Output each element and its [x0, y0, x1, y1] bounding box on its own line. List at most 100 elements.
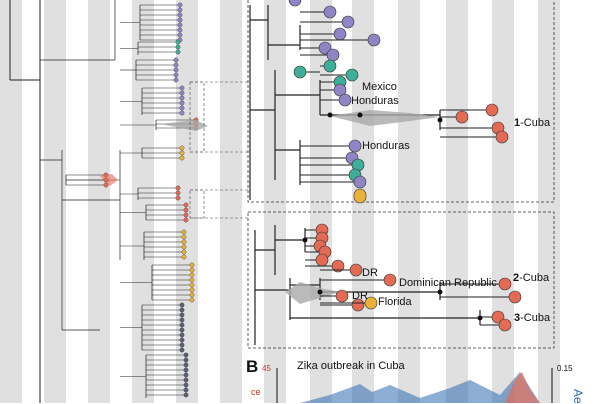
- tip-node: [177, 32, 183, 38]
- zoom-box: [189, 189, 205, 219]
- tip-node: [175, 49, 181, 55]
- aedes-index-area: [300, 372, 540, 403]
- tip-node: [179, 307, 185, 313]
- time-band: [88, 0, 110, 403]
- tip-node: [189, 292, 195, 298]
- time-band: [220, 0, 242, 403]
- cuba-2-number: 2: [513, 272, 520, 284]
- tip-node: [173, 77, 179, 83]
- time-band: [398, 0, 420, 403]
- tip-node: [508, 290, 522, 304]
- time-band: [492, 0, 514, 403]
- tip-node: [353, 188, 367, 204]
- label-mexico: Mexico: [362, 81, 397, 93]
- tip-node: [183, 377, 189, 383]
- tip-node: [183, 362, 189, 368]
- left-axis-label: ce: [251, 387, 261, 397]
- label-cuba-1: 1-Cuba: [514, 118, 550, 129]
- tip-node: [179, 155, 185, 161]
- left-axis-max-tick: 45: [262, 364, 271, 373]
- tip-node: [189, 277, 195, 283]
- tip-node: [177, 17, 183, 23]
- cuba-1-number: 1: [514, 117, 521, 129]
- tip-node: [189, 287, 195, 293]
- tip-node: [103, 182, 109, 188]
- time-band: [310, 0, 332, 403]
- tip-node: [485, 103, 499, 117]
- tip-node: [173, 72, 179, 78]
- label-florida: Florida: [378, 296, 412, 308]
- tip-node: [189, 272, 195, 278]
- tip-node: [179, 105, 185, 111]
- tip-node: [183, 367, 189, 373]
- tip-node: [183, 202, 189, 208]
- cases-area: [505, 372, 540, 403]
- tip-node: [335, 289, 349, 303]
- tip-node: [338, 93, 352, 107]
- tip-node: [181, 234, 187, 240]
- uncertainty-spindle: [100, 174, 118, 186]
- tip-node: [179, 317, 185, 323]
- tip-node: [177, 22, 183, 28]
- tip-node: [315, 253, 329, 267]
- tip-node: [175, 44, 181, 50]
- internal-node: [477, 315, 483, 321]
- tip-node: [177, 7, 183, 13]
- tip-node: [175, 185, 181, 191]
- cuba-3-number: 3: [514, 312, 521, 324]
- tip-node: [179, 342, 185, 348]
- tip-node: [183, 357, 189, 363]
- tip-node: [333, 83, 347, 97]
- panel-b-chart: [276, 368, 553, 403]
- zoomed-tree-middle: [247, 211, 555, 349]
- time-band: [44, 0, 66, 403]
- tip-node: [179, 90, 185, 96]
- label-cuba-2: 2-Cuba: [513, 273, 549, 284]
- tip-node: [173, 67, 179, 73]
- time-band: [264, 0, 286, 403]
- label-dominican-republic: Dominican Republic: [399, 277, 497, 289]
- full-phylogenetic-tree: [9, 0, 208, 403]
- tip-node: [179, 110, 185, 116]
- tip-node: [179, 322, 185, 328]
- tip-node: [179, 337, 185, 343]
- time-band: [176, 0, 198, 403]
- panel-b-letter: B: [246, 357, 259, 376]
- internal-node: [327, 112, 333, 118]
- tip-node: [179, 150, 185, 156]
- tip-node: [189, 297, 195, 303]
- tip-node: [383, 273, 397, 287]
- tip-node: [179, 312, 185, 318]
- tip-node: [341, 15, 355, 29]
- tip-node: [323, 5, 337, 19]
- tip-node: [181, 249, 187, 255]
- right-axis-label: Ae: [571, 389, 585, 404]
- tip-node: [173, 62, 179, 68]
- internal-node: [317, 289, 323, 295]
- tip-node: [181, 229, 187, 235]
- tip-node: [353, 175, 367, 189]
- tip-node: [179, 332, 185, 338]
- tip-node: [177, 12, 183, 18]
- internal-node: [437, 117, 443, 123]
- zoomed-tree-top: [247, 0, 555, 204]
- cuba-1-name: -Cuba: [520, 117, 551, 129]
- tip-node: [183, 207, 189, 213]
- tip-node: [183, 372, 189, 378]
- tip-node: [179, 95, 185, 101]
- tip-node: [183, 387, 189, 393]
- tip-node: [288, 0, 302, 7]
- tip-node: [348, 139, 362, 153]
- tip-node: [183, 352, 189, 358]
- internal-node: [357, 112, 363, 118]
- tip-node: [326, 48, 340, 62]
- tip-node: [177, 27, 183, 33]
- tip-node: [318, 41, 332, 55]
- tip-node: [455, 110, 469, 124]
- tip-node: [333, 27, 347, 41]
- tip-node: [179, 347, 185, 353]
- tip-node: [181, 254, 187, 260]
- tip-node: [175, 190, 181, 196]
